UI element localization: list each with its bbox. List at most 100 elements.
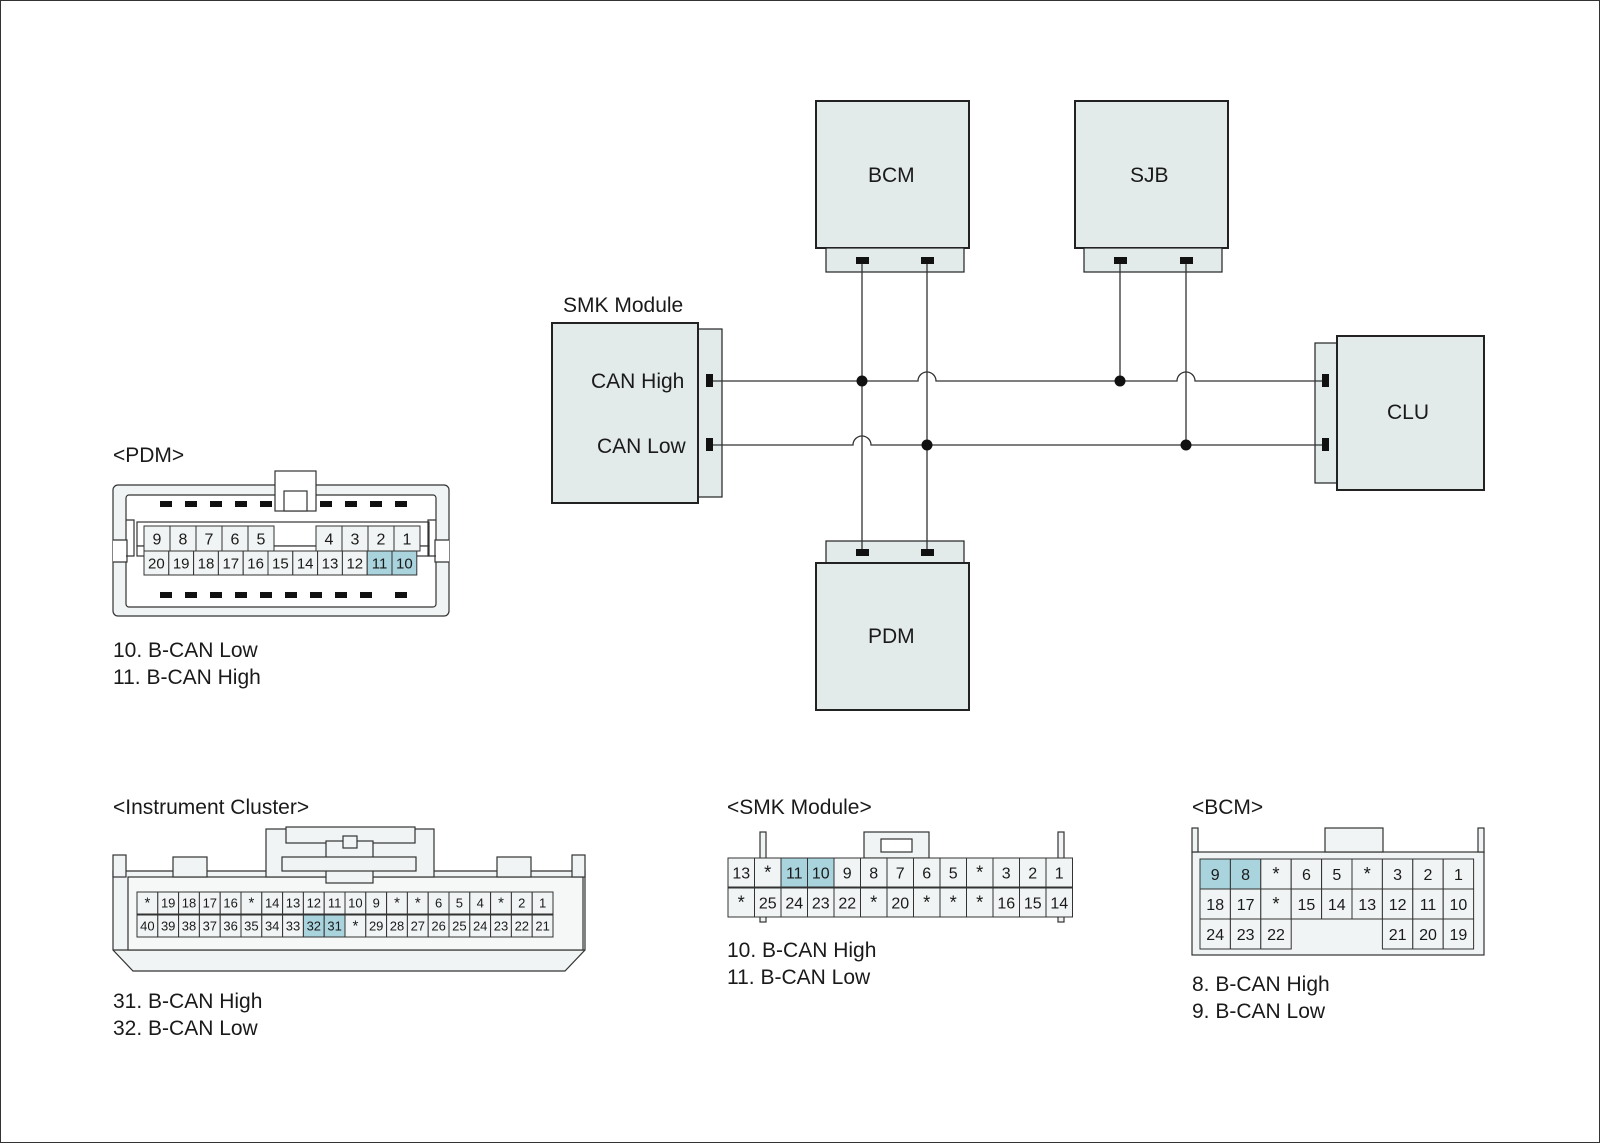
can-high-label: CAN High	[591, 370, 685, 393]
cluster-pin-label: 5	[456, 896, 463, 911]
bcm-note-2: 9. B-CAN Low	[1192, 1000, 1326, 1023]
smk-pin-cell	[833, 857, 861, 888]
bcm-pin-cell	[1229, 918, 1262, 950]
pdm-pin-label: 5	[257, 531, 266, 548]
smk-pin-label: 15	[1024, 895, 1042, 912]
smk-pin-label: 9	[843, 865, 852, 882]
pdm-pin-cell	[193, 550, 219, 576]
smk-pin-cell	[886, 857, 914, 888]
cluster-pin-label: 17	[203, 896, 217, 911]
cluster-pin-cell	[531, 891, 554, 915]
bcm-pin-cell	[1412, 858, 1444, 890]
cluster-pin-label: 27	[411, 919, 425, 934]
terminal-pin	[921, 549, 934, 556]
splice-dot	[1114, 375, 1126, 387]
pdm-pin-label: 9	[153, 531, 162, 548]
bcm-pin-cell	[1260, 888, 1292, 920]
splice-dot	[921, 439, 933, 451]
smk-pin-label: *	[870, 891, 877, 912]
smk-pin-label: 2	[1028, 865, 1037, 882]
bcm-pin-label: 14	[1328, 897, 1346, 914]
smk-pin-label: *	[738, 891, 745, 912]
pdm-pin-label: 2	[377, 531, 386, 548]
bcm-pin-label: 8	[1241, 867, 1250, 884]
cluster-pin-label: 36	[223, 919, 237, 934]
pdm-pin-cell	[366, 550, 393, 576]
bcm-pin-cell	[1412, 888, 1444, 920]
pdm-pin-label: 8	[179, 531, 188, 548]
terminal-pin	[1180, 257, 1193, 264]
pdm-pin-cell	[217, 550, 244, 576]
cluster-pin-label: 31	[327, 919, 341, 934]
cluster-connector-title: <Instrument Cluster>	[113, 796, 310, 819]
smk-pin-label: 3	[1002, 865, 1011, 882]
smk-pin-cell	[860, 887, 888, 918]
pdm-pin-label: 19	[173, 555, 190, 572]
bcm-pin-label: 18	[1206, 897, 1224, 914]
bcm-connector-block	[825, 247, 965, 273]
smk-pin-label: 7	[896, 865, 905, 882]
cluster-pin-label: *	[415, 895, 421, 912]
cluster-pin-label: 4	[477, 896, 484, 911]
bcm-pin-label: 17	[1237, 897, 1255, 914]
pdm-pin-cell	[317, 550, 343, 576]
cluster-pin-label: *	[248, 895, 254, 912]
cluster-pin-label: 37	[203, 919, 217, 934]
smk-pin-label: 14	[1050, 895, 1068, 912]
smk-pin-cell	[727, 857, 755, 888]
smk-pin-cell	[1019, 887, 1047, 918]
cluster-pin-label: 26	[431, 919, 445, 934]
bcm-pin-cell	[1321, 888, 1353, 920]
cluster-pin-label: 16	[223, 896, 237, 911]
cluster-pin-label: 32	[307, 919, 321, 934]
smk-pin-label: *	[923, 891, 930, 912]
pdm-pin-cell	[292, 550, 319, 576]
pdm-pin-label: 12	[346, 555, 363, 572]
pdm-pin-label: 3	[351, 531, 360, 548]
bcm-pin-label: 12	[1389, 897, 1407, 914]
smk-pin-cell	[833, 887, 861, 918]
terminal-pin	[1322, 374, 1329, 387]
smk-pin-cell	[807, 857, 835, 888]
pdm-pin-label: 1	[403, 531, 412, 548]
bcm-pin-label: 15	[1298, 897, 1316, 914]
pdm-connector-block	[825, 540, 965, 566]
smk-pin-cell	[727, 887, 755, 918]
cluster-pin-label: 39	[161, 919, 175, 934]
smk-pin-cell	[1045, 887, 1073, 918]
bcm-pin-label: 23	[1237, 927, 1255, 944]
bcm-pin-label: 6	[1302, 867, 1311, 884]
bcm-pin-cell	[1199, 858, 1231, 890]
bcm-pin-label: 21	[1389, 927, 1407, 944]
terminal-pin	[706, 374, 713, 387]
bcm-pin-label: 10	[1450, 897, 1468, 914]
bcm-pin-cell	[1199, 918, 1231, 950]
smk-pin-label: 11	[786, 865, 803, 882]
pdm-pin-label: 20	[148, 555, 165, 572]
cluster-pin-label: 13	[286, 896, 300, 911]
smk-pin-label: 10	[812, 865, 830, 882]
cluster-pin-label: 25	[452, 919, 466, 934]
smk-module-box	[551, 322, 699, 504]
bcm-pin-label: 20	[1419, 927, 1437, 944]
terminal-pin	[706, 438, 713, 451]
bcm-pin-label: 1	[1454, 867, 1463, 884]
can-high-line	[712, 371, 1325, 382]
smk-connector-block	[697, 328, 723, 498]
cluster-pin-label: 19	[161, 896, 175, 911]
smk-pin-label: 22	[838, 895, 856, 912]
pdm-pin-label: 14	[297, 555, 314, 572]
bcm-pin-cell	[1412, 918, 1444, 950]
bcm-pin-cell	[1290, 888, 1323, 920]
smk-pin-cell	[966, 887, 994, 918]
pdm-pin-label: 4	[325, 531, 334, 548]
smk-note-1: 10. B-CAN High	[727, 939, 877, 962]
smk-pin-cell	[992, 887, 1020, 918]
cluster-pin-label: 40	[140, 919, 154, 934]
bcm-pin-cell	[1229, 888, 1262, 920]
cluster-pin-label: *	[352, 918, 358, 935]
cluster-pin-label: 9	[373, 896, 380, 911]
cluster-pin-label: 38	[182, 919, 196, 934]
smk-pin-label: 6	[922, 865, 931, 882]
